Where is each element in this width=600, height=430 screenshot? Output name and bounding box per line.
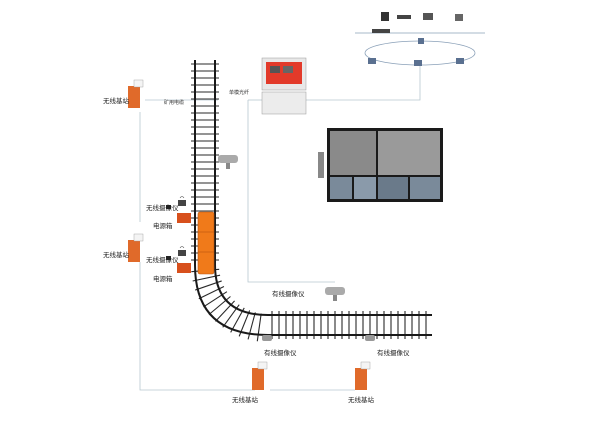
sleeper — [256, 313, 262, 342]
wired-camera-icon — [365, 335, 375, 341]
fiber-to-network — [305, 66, 421, 101]
label-wired-camera: 有线摄像仪 — [377, 349, 410, 357]
label-wireless-camera: 无线摄像仪 — [146, 204, 179, 212]
power-box — [166, 205, 191, 223]
sleeper — [203, 291, 228, 308]
rail-right — [214, 60, 432, 316]
wired-camera-icon — [218, 155, 238, 169]
base-station — [128, 79, 144, 108]
wired-camera-icon — [325, 287, 345, 301]
sleeper — [215, 300, 235, 322]
locomotive — [197, 211, 215, 275]
wired-camera-icon — [262, 335, 272, 341]
switch-node-icon — [372, 29, 390, 33]
printer-icon — [455, 14, 463, 21]
label-wired-camera: 有线摄像仪 — [264, 349, 297, 357]
label-wired-camera: 有线摄像仪 — [272, 290, 305, 298]
label-power-box: 电源箱 — [153, 222, 173, 230]
workstation-icon — [423, 13, 433, 20]
power-box — [166, 256, 191, 273]
rail-left — [194, 60, 432, 336]
switch-node-icon — [414, 60, 422, 66]
network-topology — [355, 12, 485, 66]
wireless-camera-icon — [178, 196, 186, 206]
label-base-station: 无线基站 — [348, 396, 374, 404]
switch-node-icon — [368, 58, 376, 64]
label-base-station: 无线基站 — [103, 97, 129, 105]
label-base-station: 无线基站 — [232, 396, 258, 404]
label-mining-cable: 矿用电缆 — [164, 100, 185, 106]
base-station — [128, 233, 144, 262]
video-wall — [318, 128, 443, 202]
cable-left-bottom — [139, 262, 255, 391]
base-station — [355, 361, 371, 390]
cable-monitor-down — [247, 100, 335, 283]
label-power-box: 电源箱 — [153, 275, 173, 283]
wireless-camera-icon — [178, 246, 186, 256]
switch-icon — [397, 15, 411, 19]
cable-lines — [139, 66, 421, 391]
switch-node-icon — [418, 38, 424, 44]
label-base-station: 无线基站 — [103, 251, 129, 259]
base-station — [252, 361, 268, 390]
label-wireless-camera: 无线摄像仪 — [146, 256, 179, 264]
control-cabinet — [261, 57, 307, 115]
sleeper — [208, 296, 231, 315]
switch-node-icon — [456, 58, 464, 64]
rail-track — [191, 60, 432, 342]
server-icon — [381, 12, 389, 21]
sleeper — [247, 312, 256, 340]
label-single-mode-fiber: 单模光纤 — [229, 90, 250, 96]
